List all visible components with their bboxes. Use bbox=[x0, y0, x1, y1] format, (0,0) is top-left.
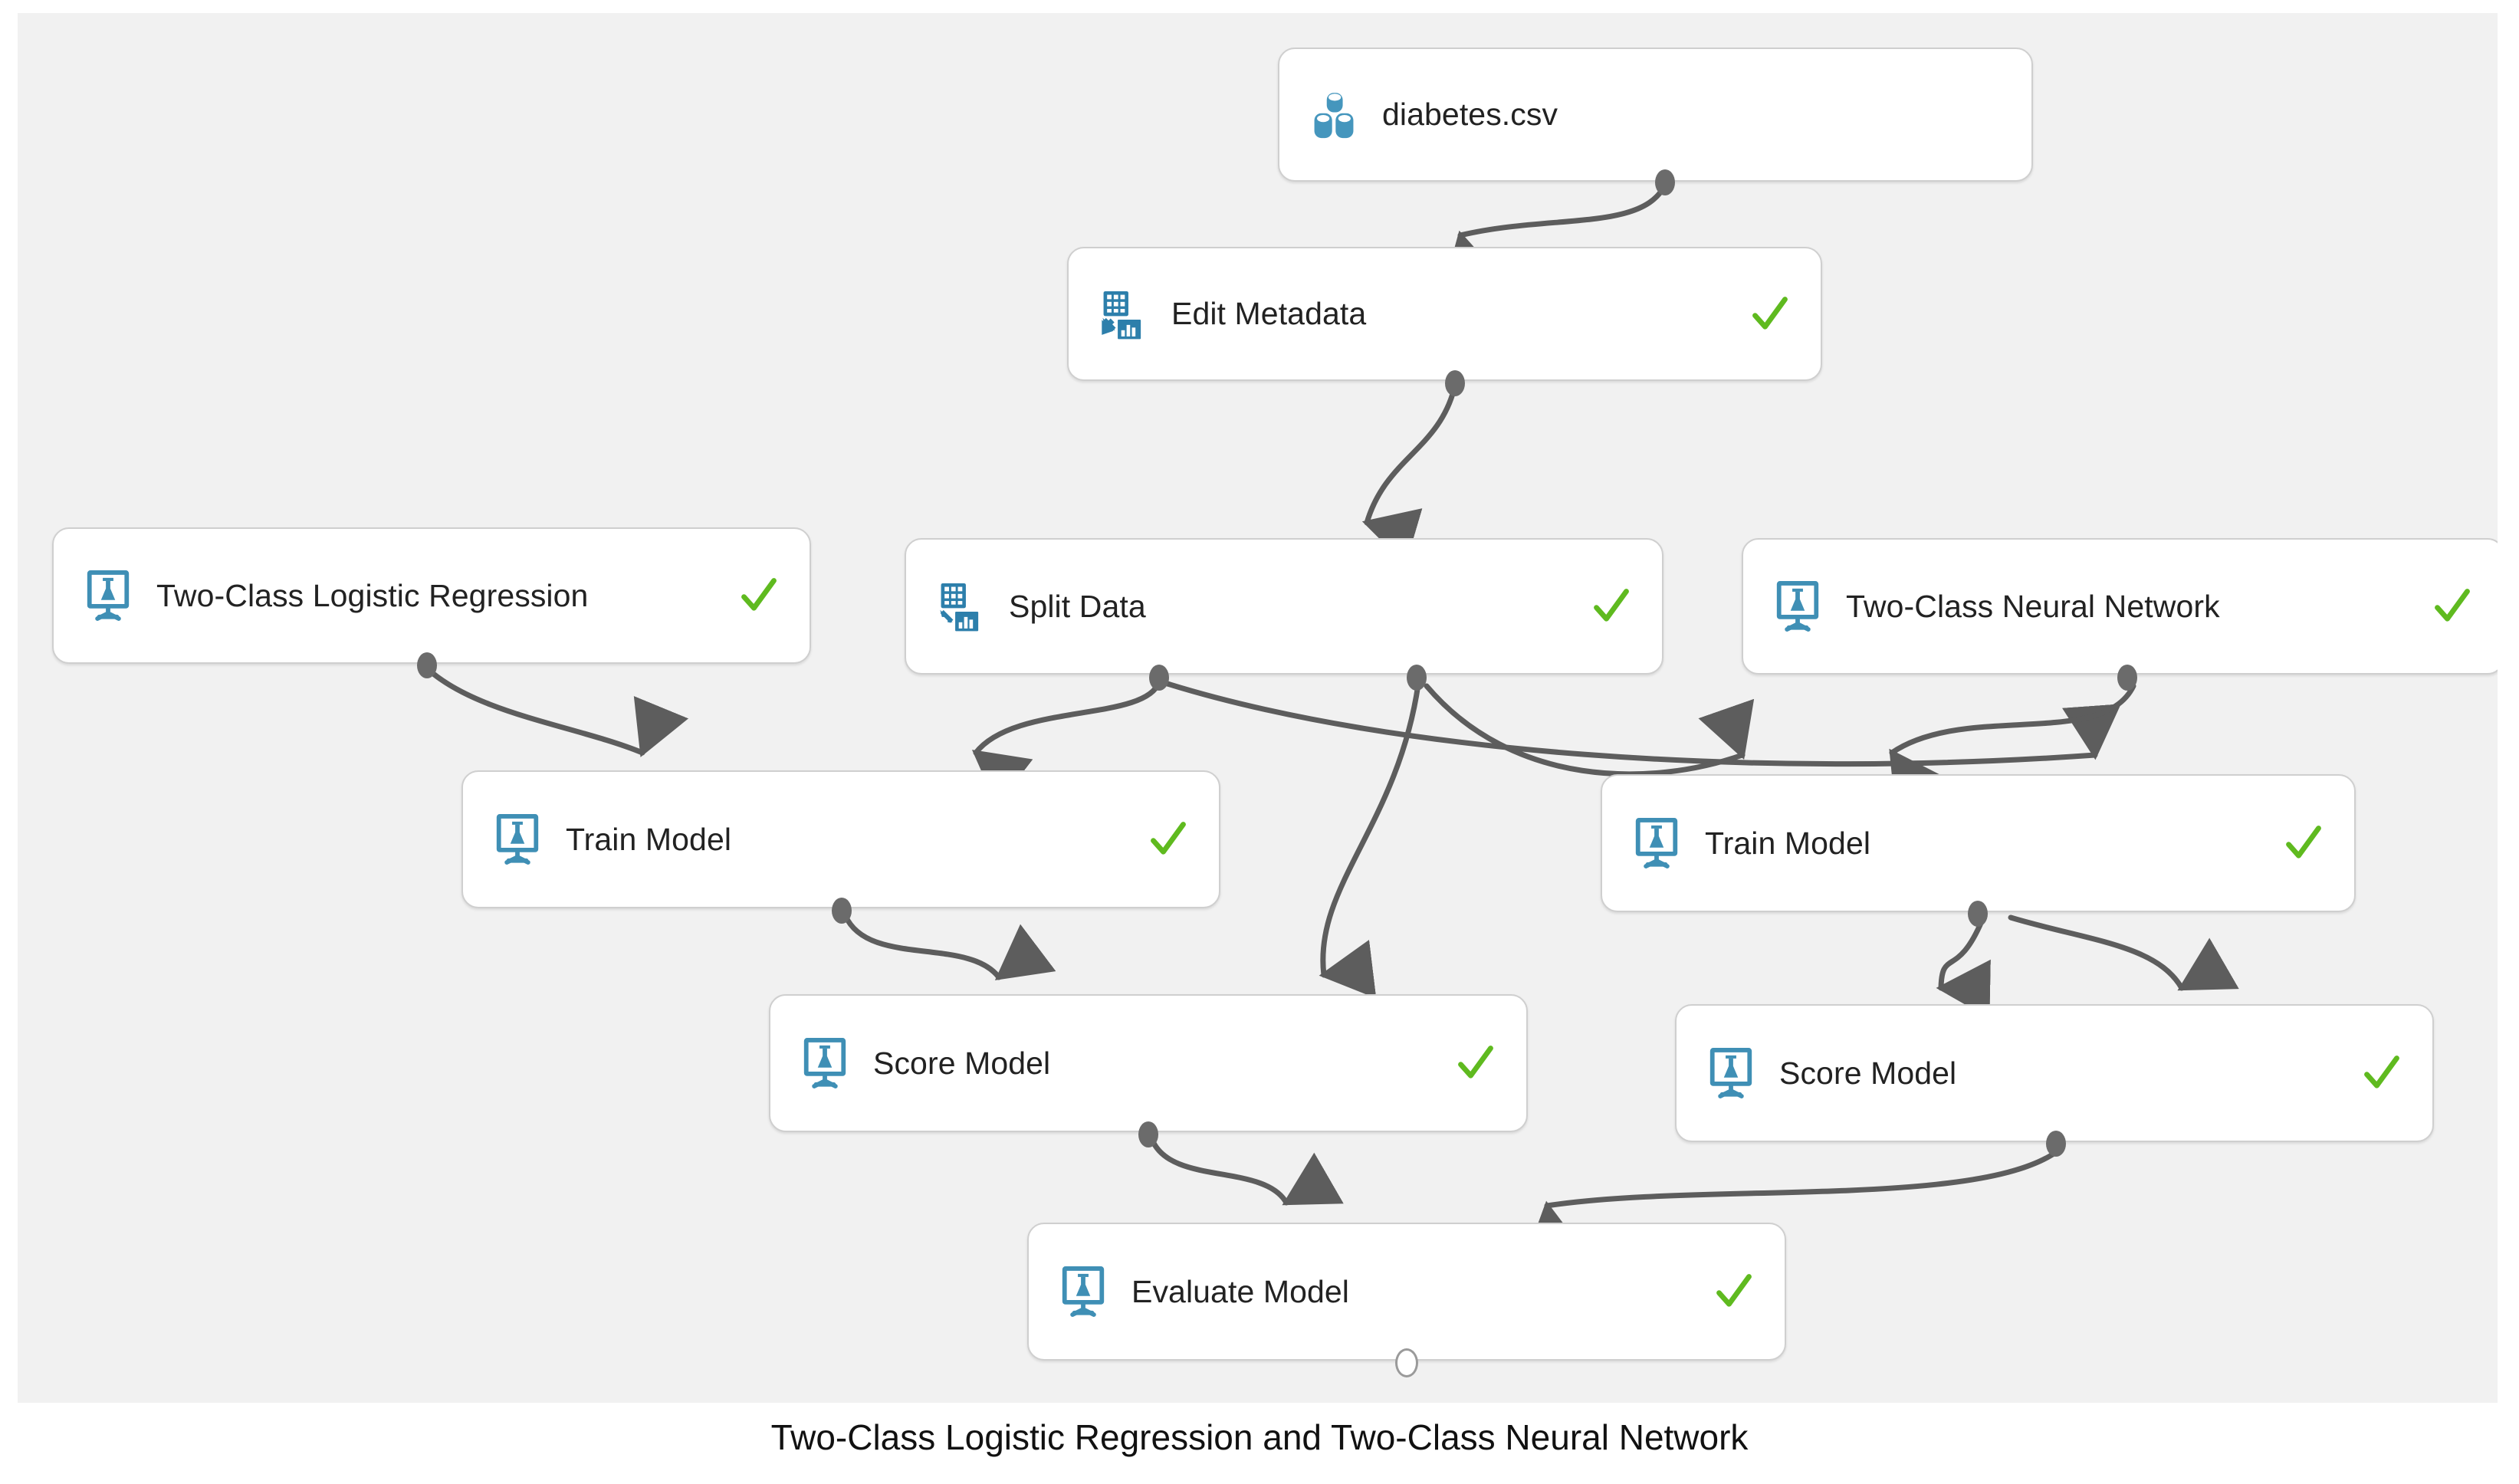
node-dataset[interactable]: diabetes.csv bbox=[1278, 48, 2033, 182]
check-icon bbox=[1716, 1274, 1752, 1307]
check-icon bbox=[1752, 296, 1788, 330]
module-icon bbox=[1062, 1266, 1105, 1317]
node-evaluate-model[interactable]: Evaluate Model bbox=[1027, 1223, 1786, 1361]
check-icon bbox=[1458, 1046, 1493, 1079]
edge-layer bbox=[424, 182, 2239, 1259]
node-split-data-label: Split Data bbox=[1009, 588, 1146, 624]
module-icon bbox=[803, 1038, 846, 1088]
port-evaluate-model-output[interactable] bbox=[1395, 1348, 1418, 1377]
edge-split2-to-train-right bbox=[1424, 683, 1755, 777]
edge-train-right-to-score-right-b bbox=[2008, 914, 2239, 991]
port-edit-metadata-output[interactable] bbox=[1445, 370, 1465, 396]
edge-split1-to-train-left bbox=[971, 679, 1162, 806]
edge-edit-metadata-to-split-data bbox=[1361, 382, 1458, 566]
check-icon bbox=[2435, 589, 2470, 622]
port-split-data-output-2[interactable] bbox=[1407, 665, 1427, 691]
port-split-data-output-1[interactable] bbox=[1149, 665, 1169, 691]
node-score-model-left[interactable]: Score Model bbox=[769, 994, 1528, 1132]
port-tclr-output[interactable] bbox=[417, 652, 437, 678]
dataset-icon bbox=[1314, 92, 1354, 138]
check-icon bbox=[2286, 826, 2321, 859]
check-icon bbox=[1151, 822, 1186, 855]
data-transformation-icon bbox=[940, 583, 979, 632]
data-transformation-icon bbox=[1102, 291, 1141, 339]
port-train-model-left-output[interactable] bbox=[832, 898, 852, 924]
figure-caption: Two-Class Logistic Regression and Two-Cl… bbox=[770, 1417, 1749, 1457]
edge-split1-to-train-right bbox=[1164, 681, 2121, 767]
node-score-model-left-label: Score Model bbox=[873, 1045, 1051, 1081]
node-two-class-neural-network-label: Two-Class Neural Network bbox=[1846, 588, 2220, 624]
edge-tclr-to-train-left bbox=[424, 665, 689, 757]
module-icon bbox=[496, 814, 539, 865]
edge-tcnn-to-train-right bbox=[1889, 683, 2136, 810]
node-train-model-left[interactable]: Train Model bbox=[461, 770, 1220, 908]
port-tcnn-output[interactable] bbox=[2117, 665, 2137, 691]
node-train-model-right[interactable]: Train Model bbox=[1601, 774, 2356, 912]
module-icon bbox=[1776, 581, 1819, 632]
node-split-data[interactable]: Split Data bbox=[905, 538, 1663, 675]
node-two-class-neural-network[interactable]: Two-Class Neural Network bbox=[1742, 538, 2498, 675]
port-score-model-right-output[interactable] bbox=[2046, 1131, 2066, 1157]
edge-train-left-to-score-left bbox=[842, 913, 1056, 980]
node-edit-metadata-label: Edit Metadata bbox=[1171, 296, 1367, 331]
node-two-class-logistic-regression-label: Two-Class Logistic Regression bbox=[156, 577, 589, 613]
check-icon bbox=[1594, 589, 1629, 622]
port-dataset-output[interactable] bbox=[1655, 169, 1675, 195]
port-score-model-left-output[interactable] bbox=[1138, 1121, 1158, 1147]
node-edit-metadata[interactable]: Edit Metadata bbox=[1067, 247, 1822, 381]
node-train-model-left-label: Train Model bbox=[566, 821, 732, 857]
edge-score-left-to-evaluate bbox=[1149, 1137, 1344, 1206]
pipeline-canvas[interactable]: diabetes.csv bbox=[18, 13, 2498, 1403]
module-icon bbox=[1709, 1048, 1752, 1098]
node-evaluate-model-label: Evaluate Model bbox=[1131, 1273, 1350, 1309]
module-icon bbox=[87, 570, 130, 621]
check-icon bbox=[2364, 1056, 2399, 1088]
port-train-model-right-output[interactable] bbox=[1968, 901, 1988, 927]
module-icon bbox=[1635, 818, 1678, 868]
node-dataset-label: diabetes.csv bbox=[1382, 97, 1558, 132]
node-two-class-logistic-regression[interactable]: Two-Class Logistic Regression bbox=[52, 527, 811, 664]
edge-dataset-to-edit-metadata bbox=[1443, 182, 1668, 291]
check-icon bbox=[741, 578, 777, 611]
node-train-model-right-label: Train Model bbox=[1705, 825, 1871, 861]
edge-train-right-to-score-right-a bbox=[1936, 918, 1991, 1019]
node-score-model-right-label: Score Model bbox=[1779, 1055, 1957, 1091]
edge-score-right-to-evaluate bbox=[1525, 1147, 2061, 1259]
edge-split2-to-score-left bbox=[1319, 681, 1421, 999]
node-score-model-right[interactable]: Score Model bbox=[1675, 1004, 2434, 1142]
